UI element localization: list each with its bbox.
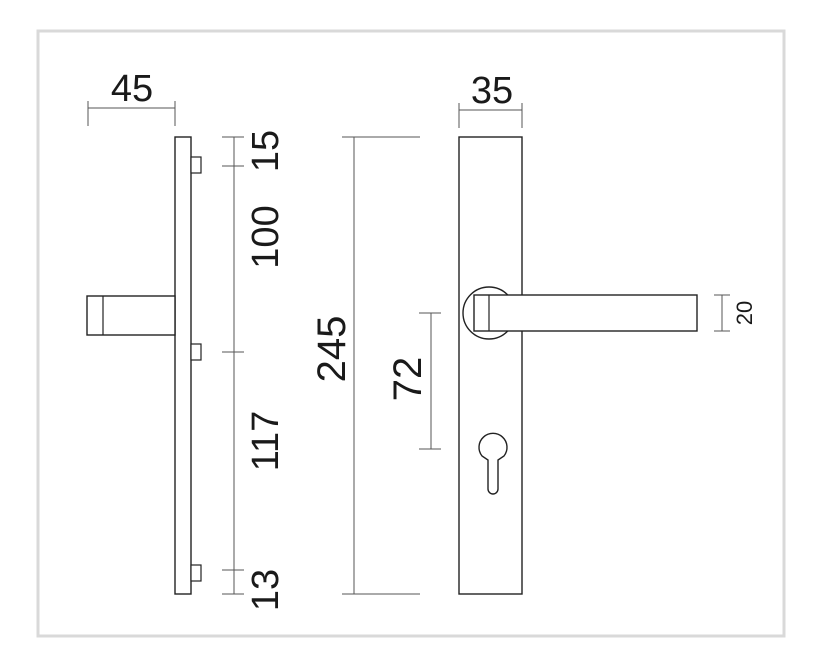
dimension-245-label: 245 [310,316,354,383]
dimension-245: 245 [310,136,420,595]
front-lever [473,294,698,332]
dimension-100-label: 100 [245,205,287,268]
dimension-20: 20 [714,294,757,332]
side-lug-bottom [190,564,202,582]
side-plate [174,136,192,595]
dimension-72: 72 [386,312,441,450]
dimension-35: 35 [458,70,523,128]
drawing-frame [36,29,786,638]
dimension-35-label: 35 [471,70,513,112]
dimension-45-label: 45 [111,68,153,110]
side-lever [86,295,176,336]
dimension-117-label: 117 [245,411,287,472]
dimension-20-label: 20 [732,301,757,325]
side-view: 45 15 100 117 13 245 [86,68,420,611]
front-plate [458,136,523,595]
front-view: 35 72 20 [386,70,757,595]
dimension-72-label: 72 [386,357,430,402]
dimension-13-label: 13 [245,569,287,611]
side-lug-middle [190,343,202,361]
dimension-45: 45 [87,68,176,126]
cylinder-keyhole [478,432,508,495]
dimension-chain-side: 15 100 117 13 [222,130,287,611]
dimension-15-label: 15 [245,130,287,172]
side-lug-top [190,156,202,174]
